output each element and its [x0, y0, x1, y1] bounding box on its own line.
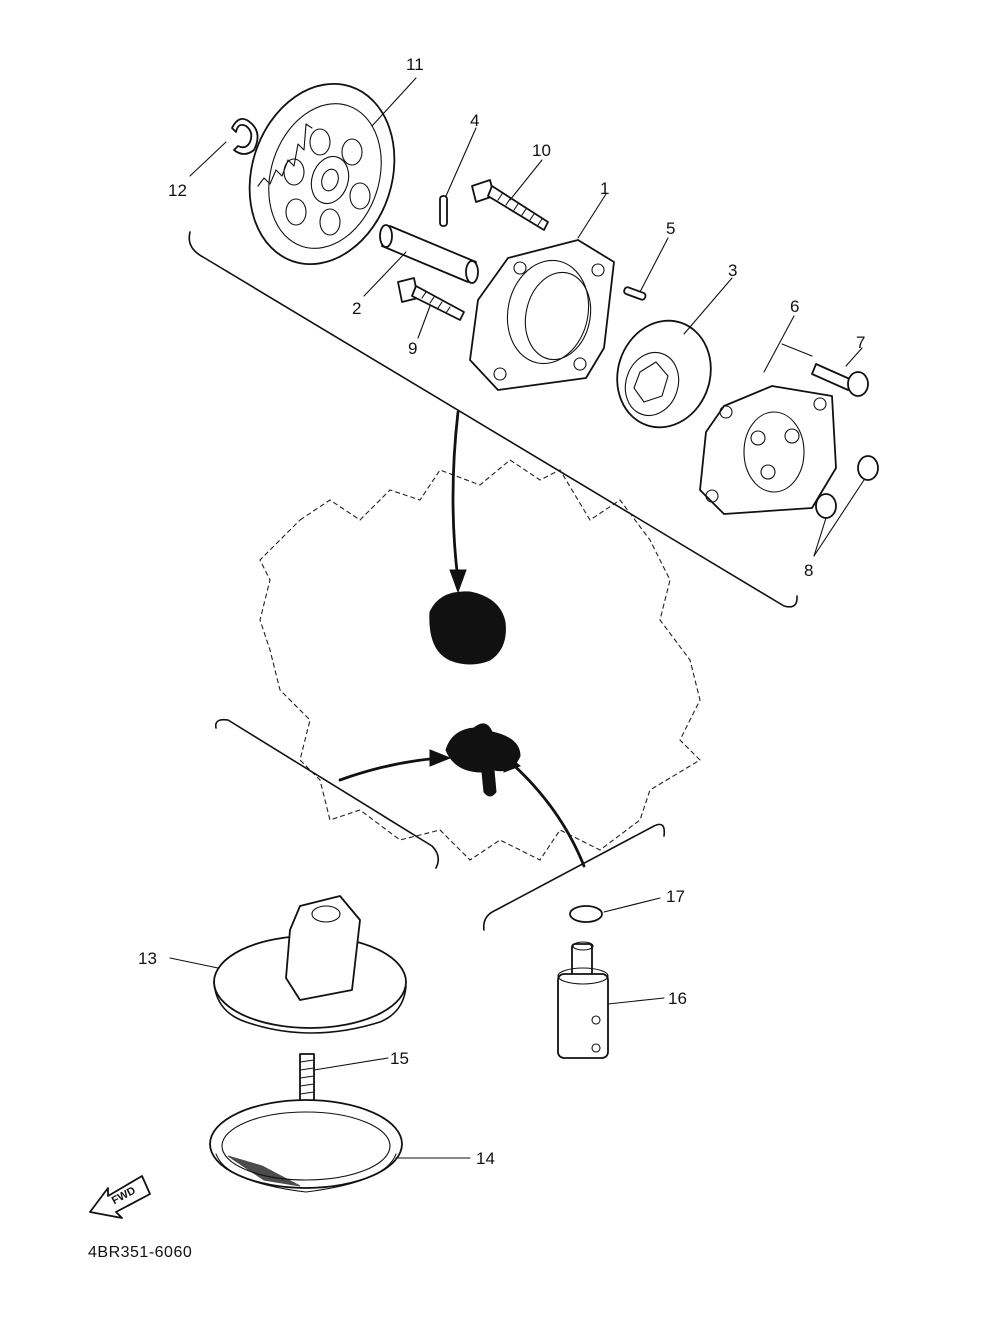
bolt-10-part	[471, 179, 549, 231]
pump-cover-part	[699, 385, 837, 515]
bolt-7-part	[811, 363, 869, 397]
strainer-mount-blob	[445, 723, 521, 797]
o-ring-17-part	[569, 905, 603, 923]
callout-15: 15	[390, 1049, 409, 1068]
callout-8: 8	[804, 561, 814, 580]
callout-13: 13	[138, 949, 157, 968]
callout-1: 1	[600, 179, 610, 198]
callout-14: 14	[476, 1149, 495, 1168]
leader-lines	[169, 77, 865, 1159]
assembly-arrowhead-upper	[449, 569, 467, 594]
drive-gear-part	[248, 82, 396, 266]
callout-3: 3	[728, 261, 738, 280]
oil-strainer-part	[209, 1099, 403, 1193]
callout-2: 2	[352, 299, 362, 318]
pump-mount-blob	[429, 591, 506, 665]
o-ring-8b-part	[815, 493, 837, 519]
catalog-code: 4BR351-6060	[88, 1244, 193, 1261]
callout-9: 9	[408, 339, 418, 358]
upper-panel-outline	[188, 231, 798, 608]
callout-12: 12	[168, 181, 187, 200]
pump-shaft-part	[379, 224, 479, 284]
pump-body-part	[469, 239, 615, 391]
strainer-housing-part	[213, 895, 407, 1034]
assembly-arrow-upper	[451, 410, 460, 582]
assembly-arrow-left	[338, 756, 442, 782]
assembly-arrowhead-left	[429, 749, 452, 767]
bolt-9-part	[397, 277, 465, 321]
callout-10: 10	[532, 141, 551, 160]
fwd-direction-icon: FWD	[89, 1175, 151, 1219]
outer-rotor-part	[616, 319, 712, 429]
assembly-arrowhead-right	[503, 753, 521, 773]
callout-4: 4	[470, 111, 480, 130]
circlip-part	[231, 118, 259, 155]
engine-silhouette	[259, 459, 701, 861]
lower-right-panel-outline	[482, 823, 666, 931]
o-ring-8a-part	[857, 455, 879, 481]
assembly-arrow-right	[506, 758, 586, 868]
callout-11: 11	[406, 55, 424, 74]
pin-5-part	[623, 286, 647, 301]
callout-6: 6	[790, 297, 800, 316]
dowel-pin-part	[439, 195, 448, 227]
lower-left-panel-outline	[214, 718, 440, 869]
callout-17: 17	[666, 887, 685, 906]
relief-valve-part	[557, 941, 609, 1059]
callout-7: 7	[856, 333, 866, 352]
callout-5: 5	[666, 219, 676, 238]
callout-16: 16	[668, 989, 687, 1008]
